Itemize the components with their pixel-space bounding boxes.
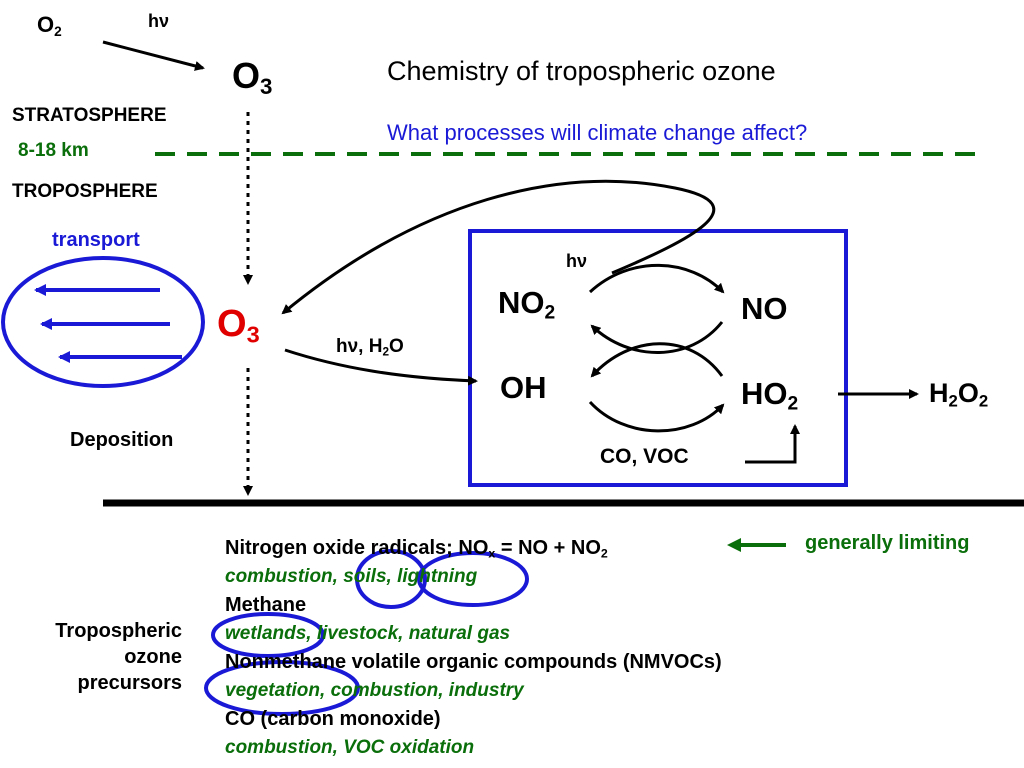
nmvoc-sources: vegetation, combustion, industry: [225, 680, 524, 701]
co-voc-label: CO, VOC: [600, 445, 689, 468]
soils-highlight: [355, 549, 427, 609]
transport-ellipse: [1, 256, 205, 388]
ho2-species: HO2: [741, 376, 799, 415]
nox-sources: combustion, soils, lightning: [225, 566, 478, 587]
methane-heading: Methane: [225, 594, 307, 616]
tropospheric-o3-label: O3: [217, 303, 260, 348]
co-heading: CO (carbon monoxide): [225, 708, 441, 730]
vegetation-highlight: [204, 660, 360, 716]
no-to-no2-arrow: [590, 321, 724, 354]
page-title: Chemistry of tropospheric ozone: [387, 56, 776, 86]
troposphere-label: TROPOSPHERE: [12, 181, 158, 202]
generally-limiting-label: generally limiting: [805, 532, 970, 554]
nmvoc-heading: Nonmethane volatile organic compounds (N…: [225, 651, 722, 673]
no2-species: NO2: [498, 285, 556, 324]
h2o2-species: H2O2: [929, 378, 989, 411]
oh-species: OH: [500, 370, 547, 405]
lightning-highlight: [417, 551, 529, 607]
stratosphere-label: STRATOSPHERE: [12, 105, 167, 126]
deposition-label: Deposition: [70, 429, 174, 451]
altitude-label: 8-18 km: [18, 140, 89, 161]
cycle-hv-label: hν: [566, 251, 588, 271]
hv-h2o-label: hν, H2O: [336, 336, 404, 359]
ho2-to-oh-arrow: [590, 342, 724, 378]
o2-label: O2: [37, 12, 62, 39]
no2-to-o3-loop-arrow: [281, 179, 716, 315]
no2-to-no-arrow: [588, 263, 725, 294]
precursors-label: Tropospheric ozone precursors: [55, 620, 182, 694]
oh-to-ho2-arrow: [588, 400, 725, 433]
wetlands-highlight: [211, 612, 325, 658]
o2-photolysis-arrow: [102, 40, 205, 71]
co-voc-arrow: [745, 424, 800, 464]
radical-cycle-box: [468, 229, 848, 487]
photolysis-hv-label: hν: [148, 11, 170, 31]
co-sources: combustion, VOC oxidation: [225, 737, 475, 758]
o3-to-oh-arrow: [284, 348, 478, 386]
nox-heading: Nitrogen oxide radicals; NOx = NO + NO2: [225, 537, 608, 561]
climate-question: What processes will climate change affec…: [387, 120, 808, 145]
transport-label: transport: [52, 229, 140, 251]
stratospheric-o3-label: O3: [232, 55, 273, 100]
no-species: NO: [741, 291, 788, 326]
methane-sources: wetlands, livestock, natural gas: [225, 623, 511, 644]
